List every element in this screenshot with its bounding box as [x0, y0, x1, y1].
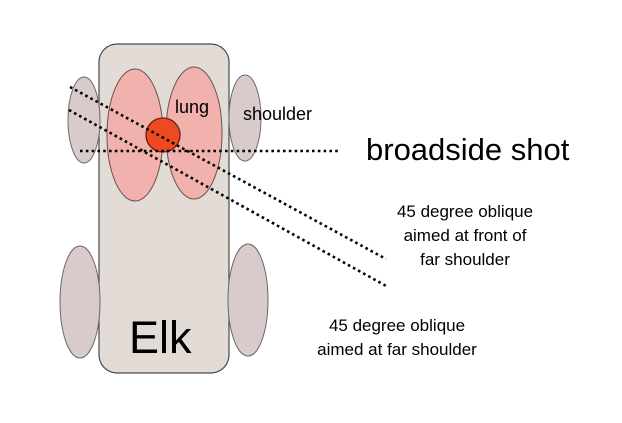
- oblique-front-shoulder-line: [69, 85, 387, 261]
- oblique-front-label-line3: far shoulder: [420, 250, 510, 269]
- lung-label: lung: [175, 97, 209, 117]
- near-hind-leg: [59, 245, 101, 359]
- near-front-shoulder: [67, 76, 101, 164]
- oblique-front-label-line2: aimed at front of: [404, 226, 527, 245]
- broadside-shot-label: broadside shot: [366, 132, 570, 167]
- oblique-front-label-line1: 45 degree oblique: [397, 202, 533, 221]
- far-front-shoulder: [228, 74, 262, 162]
- oblique-far-label-line2: aimed at far shoulder: [317, 340, 477, 359]
- elk-label: Elk: [129, 312, 192, 363]
- far-hind-leg: [227, 243, 269, 357]
- heart-target: [145, 117, 181, 153]
- oblique-far-shoulder-line: [68, 108, 389, 289]
- oblique-far-label-line1: 45 degree oblique: [329, 316, 465, 335]
- shoulder-label: shoulder: [243, 104, 312, 124]
